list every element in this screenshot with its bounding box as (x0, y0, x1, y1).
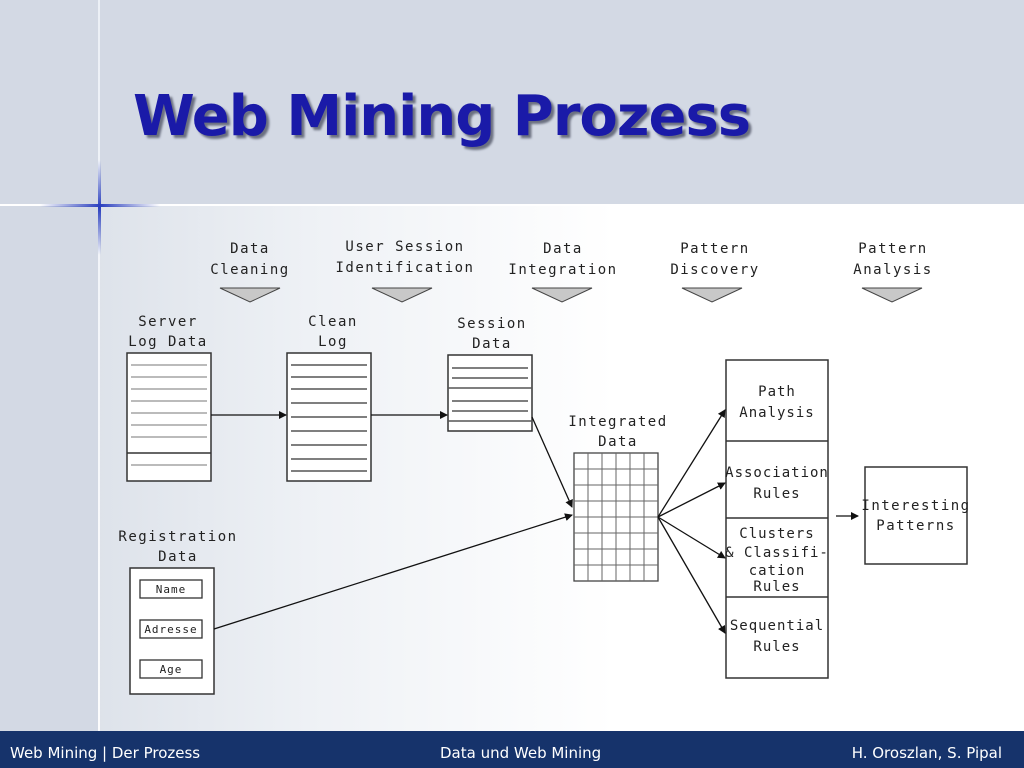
form-field-name: Name (156, 583, 187, 596)
down-triangle-icon (681, 287, 743, 303)
web-mining-process-diagram: Data Cleaning User Session Identificatio… (118, 239, 970, 695)
flow-arrows (211, 409, 859, 634)
footer-left-text: Web Mining | Der Prozess (10, 744, 201, 762)
stage-label: Cleaning (210, 262, 289, 278)
stage-label: Pattern (858, 241, 928, 257)
title-band (0, 0, 1024, 205)
registration-label: Data (158, 549, 198, 565)
clean-log: Clean Log (286, 314, 372, 482)
session-data: Session Data (447, 316, 533, 432)
stage-pattern-discovery: Pattern Discovery (670, 241, 759, 303)
star-accent-vertical (98, 160, 101, 255)
down-triangle-icon (371, 287, 433, 303)
stage-label: Pattern (680, 241, 750, 257)
server-log-label: Server (138, 314, 198, 330)
output-label: Interesting (861, 498, 970, 514)
footer-center-text: Data und Web Mining (440, 744, 602, 762)
down-triangle-icon (861, 287, 923, 303)
stage-user-session-identification: User Session Identification (335, 239, 474, 303)
stage-data-integration: Data Integration (508, 241, 617, 303)
integrated-data: Integrated Data (568, 414, 667, 582)
pattern-rules-column: Path Analysis Association Rules Clusters… (725, 359, 829, 679)
stage-label: Data (230, 241, 270, 257)
registration-data: Registration Data Name Adresse Age (118, 529, 237, 695)
stage-label: Integration (508, 262, 617, 278)
down-triangle-icon (219, 287, 281, 303)
rule-sequential: Sequential (730, 618, 824, 634)
vertical-divider (98, 0, 100, 731)
rule-clusters: Rules (753, 579, 800, 595)
rule-clusters: cation (749, 563, 806, 579)
rule-path-analysis: Analysis (739, 405, 814, 421)
stage-data-cleaning: Data Cleaning (210, 241, 289, 303)
footer-right-text: H. Oroszlan, S. Pipal (851, 744, 1002, 762)
left-panel (0, 205, 98, 731)
output-label: Patterns (876, 518, 955, 534)
integrated-label: Data (598, 434, 638, 450)
rule-clusters: & Classifi- (725, 545, 829, 561)
registration-label: Registration (118, 529, 237, 545)
stage-label: User Session (345, 239, 464, 255)
server-log-label: Log Data (128, 334, 207, 350)
server-log-data: Server Log Data (126, 314, 212, 482)
stage-pattern-analysis: Pattern Analysis (853, 241, 932, 303)
rule-sequential: Rules (753, 639, 800, 655)
horizontal-divider (0, 204, 1024, 206)
interesting-patterns: Interesting Patterns (861, 466, 970, 565)
clean-log-label: Clean (308, 314, 358, 330)
clean-log-label: Log (318, 334, 348, 350)
session-data-label: Data (472, 336, 512, 352)
form-field-age: Age (160, 663, 183, 676)
session-data-label: Session (457, 316, 527, 332)
stage-label: Identification (335, 260, 474, 276)
rule-clusters: Clusters (739, 526, 814, 542)
form-field-adresse: Adresse (144, 623, 197, 636)
integrated-label: Integrated (568, 414, 667, 430)
stage-label: Discovery (670, 262, 759, 278)
down-triangle-icon (531, 287, 593, 303)
stage-label: Analysis (853, 262, 932, 278)
slide-title: Web Mining Prozess (133, 84, 751, 149)
rule-association: Association (725, 465, 829, 481)
stage-label: Data (543, 241, 583, 257)
rule-association: Rules (753, 486, 800, 502)
footer-bar: Web Mining | Der Prozess Data und Web Mi… (0, 731, 1024, 768)
rule-path-analysis: Path (758, 384, 796, 400)
